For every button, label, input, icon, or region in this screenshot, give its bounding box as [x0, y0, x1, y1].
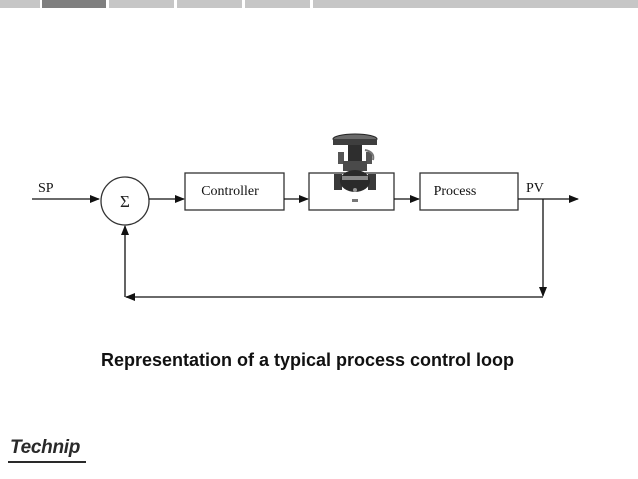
top-bar-segment — [177, 0, 242, 8]
controller-label: Controller — [201, 184, 259, 199]
controller-block — [184, 172, 285, 211]
process-variable-label: PV — [526, 181, 544, 196]
top-bar-segment — [109, 0, 174, 8]
technip-logo: Technip — [10, 437, 81, 458]
process-block — [419, 172, 519, 211]
top-bar-segment — [313, 0, 638, 8]
logo-underline — [8, 461, 86, 463]
top-accent-bar — [0, 0, 638, 8]
control-valve-icon — [332, 133, 378, 202]
figure-caption: Representation of a typical process cont… — [100, 350, 515, 370]
top-bar-segment — [245, 0, 310, 8]
top-bar-segment — [0, 0, 40, 8]
setpoint-label: SP — [38, 181, 54, 196]
top-bar-segment — [42, 0, 106, 8]
summing-symbol: Σ — [120, 192, 130, 211]
process-label: Process — [434, 184, 477, 199]
